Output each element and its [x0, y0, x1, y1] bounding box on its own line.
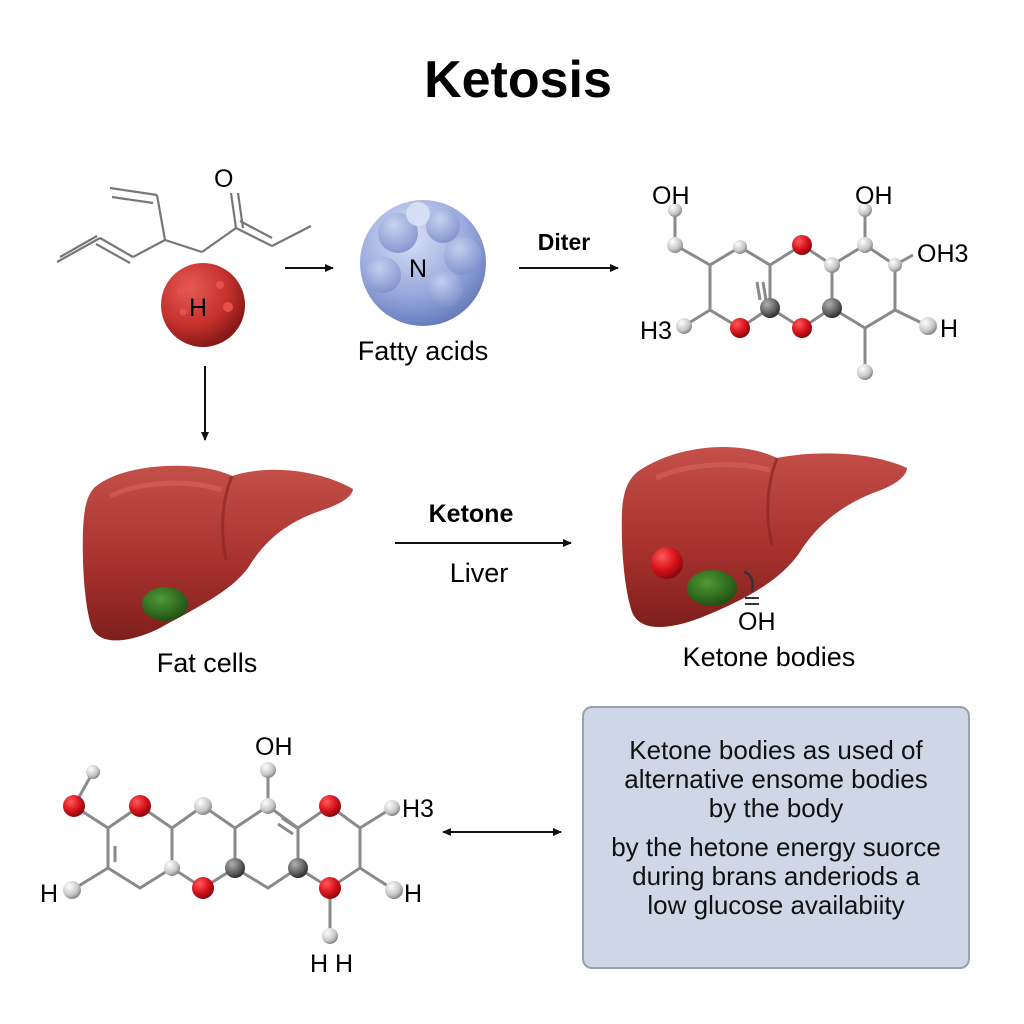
oh-label-left: OH	[652, 182, 690, 210]
oh-label-right: OH	[855, 182, 893, 210]
skeletal-molecule-top-left	[56, 186, 312, 264]
ketone-bodies-liver-icon	[621, 446, 907, 628]
oh-label-liver: OH	[738, 608, 776, 636]
fatty-acids-caption: Fatty acids	[358, 336, 489, 366]
hydrogen-label: H	[189, 294, 207, 322]
page-title: Ketosis	[424, 51, 612, 109]
ketone-info-box: Ketone bodies as used of alternative ens…	[582, 706, 970, 969]
h-label-bottom-left: H	[40, 880, 58, 908]
info-line: during brans anderiods a	[632, 861, 920, 891]
ketone-molecule-top-right	[667, 203, 937, 380]
info-paragraph-2: by the hetone energy suorce during brans…	[590, 833, 962, 920]
ketone-bodies-caption: Ketone bodies	[683, 642, 856, 672]
fat-cells-caption: Fat cells	[157, 648, 258, 678]
h3-label: H3	[640, 317, 672, 345]
hh-label-bottom: H H	[310, 950, 353, 978]
hydrogen-sphere	[161, 263, 245, 347]
h-label-bottom-right: H	[404, 880, 422, 908]
oxygen-label: O	[214, 165, 233, 193]
h-label: H	[940, 315, 958, 343]
info-line: low glucose availabiity	[647, 890, 905, 920]
ketone-molecule-bottom	[63, 762, 403, 944]
info-paragraph-1: Ketone bodies as used of alternative ens…	[590, 736, 962, 823]
nitrogen-label: N	[409, 255, 427, 283]
fat-cells-liver-icon	[82, 465, 354, 641]
h3-label-bottom: H3	[402, 795, 434, 823]
fatty-acid-molecule-icon	[360, 200, 486, 326]
info-line: alternative ensome bodies	[624, 764, 928, 794]
info-line: by the hetone energy suorce	[611, 832, 941, 862]
liver-arrow-label: Liver	[450, 558, 509, 588]
info-line: by the body	[708, 793, 844, 823]
oh3-label: OH3	[917, 240, 968, 268]
diter-label: Diter	[538, 229, 590, 255]
info-line: Ketone bodies as used of	[629, 735, 923, 765]
ketone-arrow-label: Ketone	[429, 500, 514, 528]
oh-label-bottom: OH	[255, 733, 293, 761]
